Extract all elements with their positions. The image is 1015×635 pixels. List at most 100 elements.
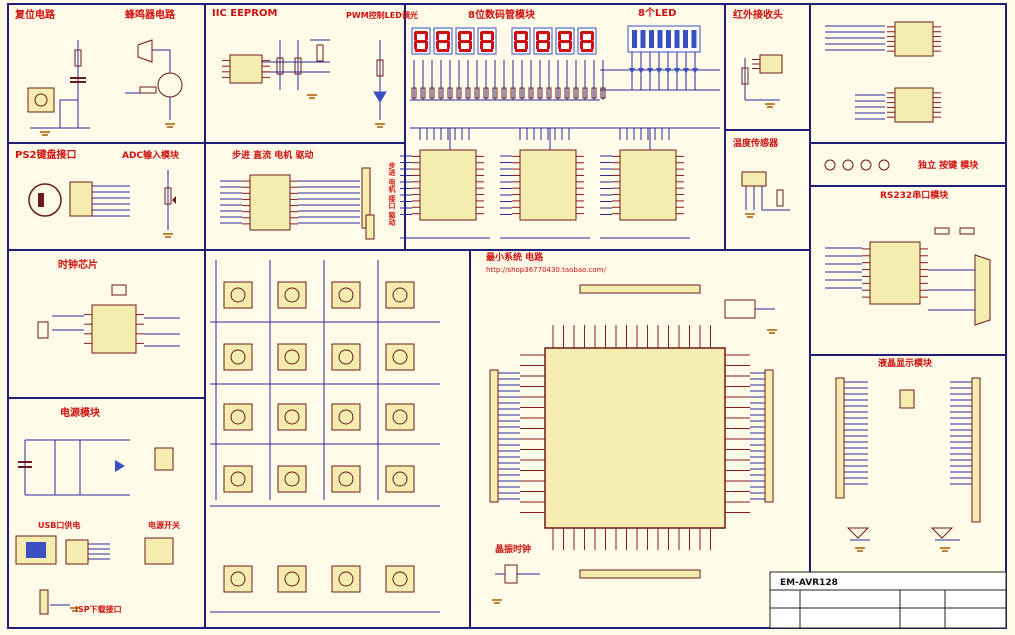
title-crystal: 晶振时钟 [495, 543, 531, 555]
segment [580, 41, 583, 49]
matrix-key-cap [392, 287, 408, 303]
matrix-key-cap [284, 571, 300, 587]
key-matrix [223, 281, 415, 593]
latch-chip [619, 149, 677, 221]
segment [591, 32, 594, 40]
mcu-header-bottom [579, 569, 701, 579]
matrix-key [223, 565, 253, 593]
segment [580, 32, 583, 40]
resistor [164, 187, 172, 205]
segment [425, 41, 428, 49]
resistor [465, 87, 471, 99]
resistor [555, 87, 561, 99]
resistor [501, 87, 507, 99]
segment [437, 40, 449, 43]
title-clock: 时钟芯片 [58, 258, 98, 271]
segment [536, 32, 539, 40]
segment [547, 32, 550, 40]
temp-sensor [741, 171, 767, 187]
segment [569, 41, 572, 49]
title-pwm: PWM控制LED调光 [346, 10, 418, 20]
matrix-key [277, 281, 307, 309]
led-bar-segment [632, 30, 637, 48]
title-download: ISP下载接口 [75, 604, 122, 614]
eeprom-chip [229, 54, 263, 84]
segment [559, 31, 571, 34]
matrix-key-cap [392, 571, 408, 587]
regulator [154, 447, 174, 471]
segment [558, 32, 561, 40]
top-right-chip [894, 21, 934, 57]
matrix-key [331, 565, 361, 593]
resistor [411, 87, 417, 99]
segment [569, 32, 572, 40]
resistor [438, 87, 444, 99]
matrix-key [331, 465, 361, 493]
title-ps2: PS2键盘接口 [15, 148, 77, 161]
led-diode [629, 68, 635, 74]
pot-wiper [172, 196, 176, 204]
matrix-key [223, 465, 253, 493]
matrix-key [223, 403, 253, 431]
matrix-key-cap [338, 471, 354, 487]
ps2-header [69, 181, 93, 217]
matrix-key-cap [284, 287, 300, 303]
segment [481, 49, 493, 52]
segment [558, 41, 561, 49]
segment [447, 32, 450, 40]
matrix-key [331, 403, 361, 431]
title-iic: IIC EEPROM [212, 8, 277, 19]
title-lcd: 液晶显示模块 [878, 357, 933, 369]
segment [436, 41, 439, 49]
led-diode [656, 68, 662, 74]
matrix-key-cap [284, 471, 300, 487]
led-bar-segment [649, 30, 654, 48]
matrix-key-cap [230, 409, 246, 425]
matrix-key [385, 343, 415, 371]
matrix-key-cap [284, 349, 300, 365]
isp-connector [39, 589, 49, 615]
segment [537, 40, 549, 43]
segment [481, 40, 493, 43]
segment [559, 40, 571, 43]
led-diode [647, 68, 653, 74]
title-led8: 8个LED [638, 6, 676, 19]
matrix-key-cap [230, 571, 246, 587]
segment [459, 31, 471, 34]
resistor [573, 87, 579, 99]
segment [425, 32, 428, 40]
segment [414, 32, 417, 40]
reset-button [34, 93, 48, 107]
atmega128-chip [544, 347, 726, 529]
segment [491, 41, 494, 49]
resistor [139, 86, 157, 94]
matrix-key-cap [230, 471, 246, 487]
segment [469, 41, 472, 49]
matrix-key [277, 343, 307, 371]
title-reset: 复位电路 [14, 8, 56, 21]
matrix-key [331, 281, 361, 309]
resistor [276, 57, 284, 75]
matrix-key [385, 403, 415, 431]
matrix-key [331, 343, 361, 371]
title-indep: 独立 按键 模块 [917, 159, 979, 171]
contrast-pot [899, 389, 915, 409]
capacitor [959, 227, 975, 235]
resistor [492, 87, 498, 99]
led-bar-segment [683, 30, 688, 48]
resistor [420, 87, 426, 99]
resistor [600, 87, 606, 99]
matrix-key [223, 281, 253, 309]
transistor [930, 527, 954, 539]
led-diode [665, 68, 671, 74]
transistor [157, 72, 183, 98]
segment [491, 32, 494, 40]
segment [481, 31, 493, 34]
segment [525, 32, 528, 40]
lcd-connector [835, 377, 845, 499]
resistor [376, 59, 384, 77]
resistor [474, 87, 480, 99]
resistor [456, 87, 462, 99]
matrix-key-cap [230, 287, 246, 303]
